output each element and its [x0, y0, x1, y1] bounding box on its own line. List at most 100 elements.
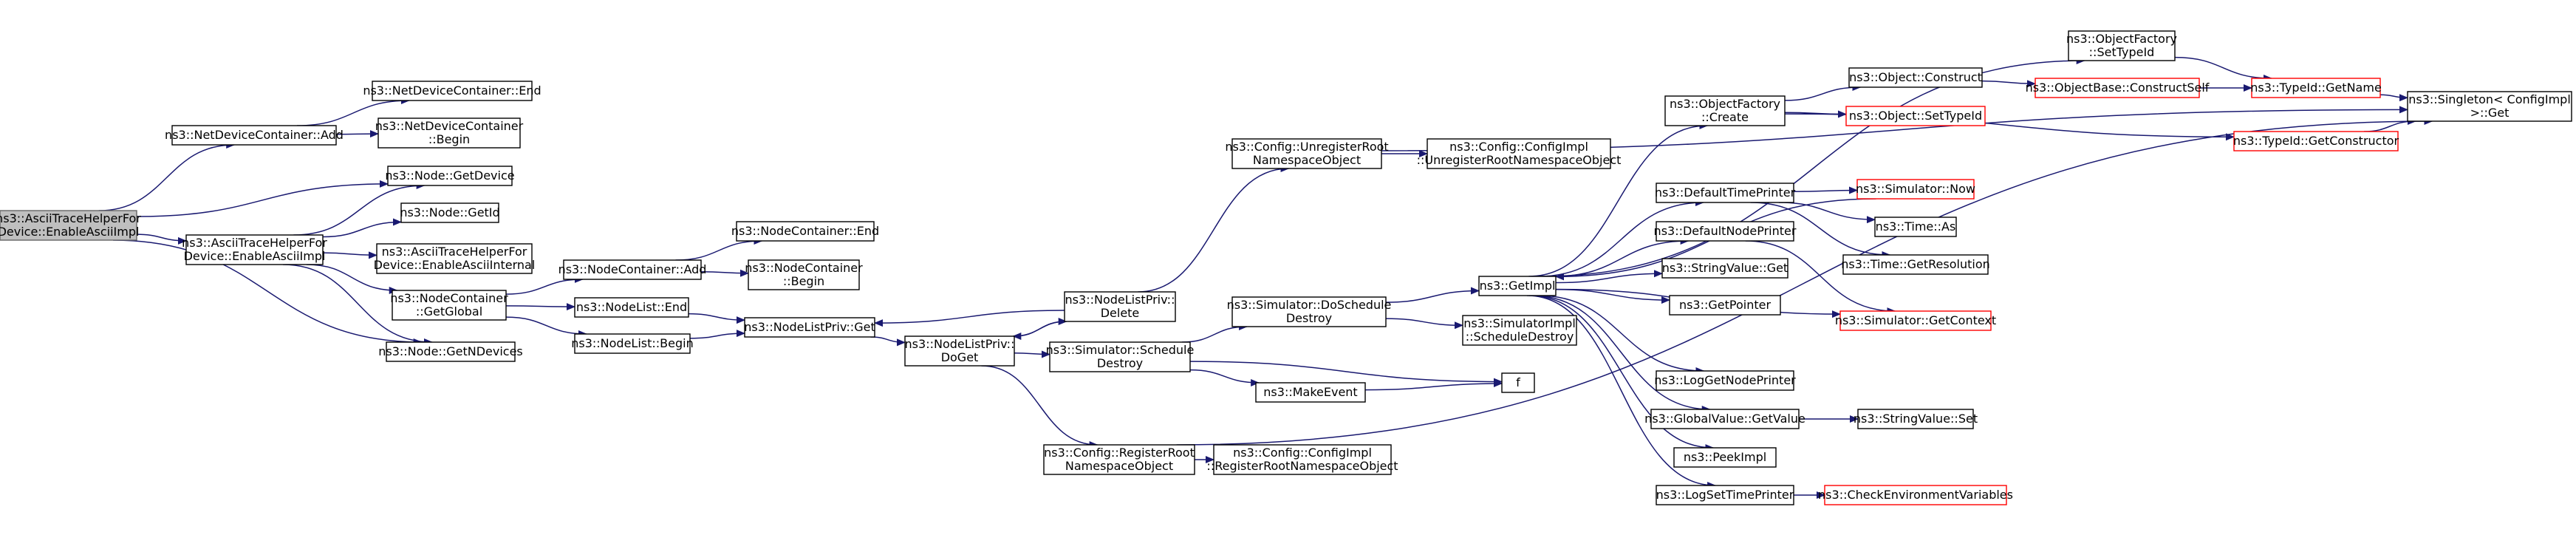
edge-getimpl-to-log_get_node_printer: [1538, 295, 1705, 375]
node-ascii-impl[interactable]: ns3::AsciiTraceHelperForDevice::EnableAs…: [182, 234, 327, 265]
edge-ascii_impl-to-ascii_internal: [322, 251, 377, 259]
edge-default_time_printer-to-sim_now: [1793, 186, 1858, 194]
node-nl-begin[interactable]: ns3::NodeList::Begin: [571, 333, 694, 354]
node-obj-construct[interactable]: ns3::Object::Construct: [1848, 67, 1983, 88]
node-box: [2251, 78, 2381, 98]
node-typeid-getconstructor[interactable]: ns3::TypeId::GetConstructor: [2233, 131, 2399, 151]
node-label: ns3::Time::GetResolution: [1841, 257, 1990, 271]
node-nlp-delete[interactable]: ns3::NodeListPriv::Delete: [1064, 291, 1176, 322]
node-box: [1845, 106, 1986, 126]
node-box: [1673, 447, 1777, 468]
node-box: [744, 317, 875, 338]
node-root[interactable]: ns3::AsciiTraceHelperForDevice::EnableAs…: [0, 210, 141, 241]
node-time-as[interactable]: ns3::Time::As: [1874, 217, 1957, 237]
node-of-settypeid[interactable]: ns3::ObjectFactory::SetTypeId: [2066, 30, 2177, 61]
edge-default_time_printer-to-time_as: [1778, 202, 1876, 224]
node-label: ns3::GlobalValue::GetValue: [1644, 412, 1805, 426]
node-nc-getglobal[interactable]: ns3::NodeContainer::GetGlobal: [390, 290, 508, 321]
node-node-getndevices[interactable]: ns3::Node::GetNDevices: [378, 341, 523, 362]
node-nlp-get[interactable]: ns3::NodeListPriv::Get: [744, 317, 875, 338]
node-cfg-unregister[interactable]: ns3::Config::UnregisterRootNamespaceObje…: [1225, 138, 1389, 169]
node-ascii-internal[interactable]: ns3::AsciiTraceHelperForDevice::EnableAs…: [374, 243, 536, 274]
node-box: [1839, 310, 1992, 331]
node-label: ns3::DefaultTimePrinter: [1655, 185, 1796, 200]
node-label: ns3::NodeList::End: [576, 300, 687, 314]
node-label: ns3::LogSetTimePrinter: [1656, 488, 1794, 502]
edge-nlp_delete-to-cfg_unregister: [1138, 165, 1290, 293]
node-nlp-doget[interactable]: ns3::NodeListPriv::DoGet: [904, 335, 1015, 367]
node-time-getresolution[interactable]: ns3::Time::GetResolution: [1841, 254, 1990, 275]
node-box: [1856, 179, 1975, 200]
node-ndc-end[interactable]: ns3::NetDeviceContainer::End: [363, 81, 541, 101]
node-label: ::RegisterRootNamespaceObject: [1206, 459, 1398, 473]
node-make-event[interactable]: ns3::MakeEvent: [1255, 382, 1366, 403]
node-label: ns3::AsciiTraceHelperFor: [382, 245, 527, 259]
node-box: [563, 259, 702, 280]
node-globalvalue-getvalue[interactable]: ns3::GlobalValue::GetValue: [1644, 409, 1805, 429]
node-box: [2068, 30, 2176, 61]
node-box: [185, 234, 324, 265]
node-box: [1656, 485, 1794, 505]
node-label: ns3::NodeContainer: [390, 291, 508, 305]
node-of-create[interactable]: ns3::ObjectFactory::Create: [1664, 95, 1786, 126]
node-box: [1661, 258, 1788, 279]
edge-nc_getglobal-to-nl_end: [505, 303, 575, 311]
node-log-set-time-printer[interactable]: ns3::LogSetTimePrinter: [1656, 485, 1794, 505]
node-label: ns3::CheckEnvironmentVariables: [1818, 488, 2013, 502]
node-sim-schedule-destroy[interactable]: ns3::Simulator::ScheduleDestroy: [1046, 341, 1195, 372]
node-label: ns3::ObjectFactory: [2066, 32, 2177, 46]
node-nc-add[interactable]: ns3::NodeContainer::Add: [558, 259, 707, 280]
node-box: [377, 117, 521, 149]
node-label: ns3::Object::Construct: [1849, 70, 1982, 84]
node-label: ns3::NetDeviceContainer: [375, 119, 524, 133]
node-label: ns3::Config::UnregisterRoot: [1225, 140, 1388, 154]
node-box: [372, 81, 533, 101]
node-box: [1650, 409, 1800, 429]
node-singleton-get[interactable]: ns3::Singleton< ConfigImpl >::Get: [2407, 91, 2572, 122]
node-box: [1255, 382, 1366, 403]
node-cfg-register[interactable]: ns3::Config::RegisterRootNamespaceObject: [1043, 444, 1195, 475]
edge-nc_add-to-nc_begin: [700, 269, 749, 277]
node-label: ns3::Simulator::GetContext: [1835, 313, 1996, 327]
node-check-env-vars[interactable]: ns3::CheckEnvironmentVariables: [1818, 485, 2013, 505]
node-node-getid[interactable]: ns3::Node::GetId: [400, 202, 500, 223]
node-stringvalue-get[interactable]: ns3::StringValue::Get: [1661, 258, 1788, 279]
node-nc-begin[interactable]: ns3::NodeContainer::Begin: [745, 259, 863, 290]
node-box: [1478, 276, 1557, 296]
edge-getimpl-to-peekimpl: [1528, 295, 1715, 451]
node-nl-end[interactable]: ns3::NodeList::End: [574, 297, 689, 318]
node-log-get-node-printer[interactable]: ns3::LogGetNodePrinter: [1654, 370, 1796, 391]
node-label: ns3::Simulator::Schedule: [1046, 343, 1195, 357]
node-box: [2233, 131, 2399, 151]
edge-ascii_impl-to-node_getndevices: [282, 264, 433, 346]
node-box: [387, 166, 513, 186]
node-typeid-getname[interactable]: ns3::TypeId::GetName: [2250, 78, 2382, 98]
node-obj-settypeid[interactable]: ns3::Object::SetTypeId: [1845, 106, 1986, 126]
node-box: [1874, 217, 1957, 237]
node-nc-end[interactable]: ns3::NodeContainer::End: [731, 221, 879, 242]
node-node-getdevice[interactable]: ns3::Node::GetDevice: [385, 166, 515, 186]
edge-of_create-to-obj_construct: [1784, 84, 1862, 101]
node-getpointer[interactable]: ns3::GetPointer: [1669, 295, 1781, 316]
node-cfgimpl-register[interactable]: ns3::Config::ConfigImpl::RegisterRootNam…: [1206, 444, 1398, 475]
node-simimpl-schedule-destroy[interactable]: ns3::SimulatorImpl::ScheduleDestroy: [1462, 315, 1577, 346]
node-sim-getcontext[interactable]: ns3::Simulator::GetContext: [1835, 310, 1996, 331]
node-cfgimpl-unregister[interactable]: ns3::Config::ConfigImpl::UnregisterRootN…: [1417, 138, 1622, 169]
node-label: ns3::ObjectBase::ConstructSelf: [2026, 81, 2210, 95]
node-f[interactable]: f: [1501, 372, 1535, 393]
node-ndc-add[interactable]: ns3::NetDeviceContainer::Add: [165, 125, 344, 146]
node-stringvalue-set[interactable]: ns3::StringValue::Set: [1854, 409, 1978, 429]
node-label: ns3::Simulator::Now: [1856, 182, 1975, 196]
node-label: ::SetTypeId: [2089, 45, 2155, 59]
node-label: ns3::PeekImpl: [1684, 450, 1766, 464]
node-default-node-printer[interactable]: ns3::DefaultNodePrinter: [1654, 221, 1797, 242]
edge-getimpl-to-stringvalue_get: [1555, 270, 1663, 284]
node-getimpl[interactable]: ns3::GetImpl: [1478, 276, 1557, 296]
node-sim-now[interactable]: ns3::Simulator::Now: [1856, 179, 1975, 200]
node-ndc-begin[interactable]: ns3::NetDeviceContainer::Begin: [375, 117, 524, 149]
node-label: ns3::AsciiTraceHelperFor: [0, 211, 141, 225]
node-peekimpl[interactable]: ns3::PeekImpl: [1673, 447, 1777, 468]
node-default-time-printer[interactable]: ns3::DefaultTimePrinter: [1655, 183, 1796, 203]
node-objbase-constructself[interactable]: ns3::ObjectBase::ConstructSelf: [2026, 78, 2210, 98]
